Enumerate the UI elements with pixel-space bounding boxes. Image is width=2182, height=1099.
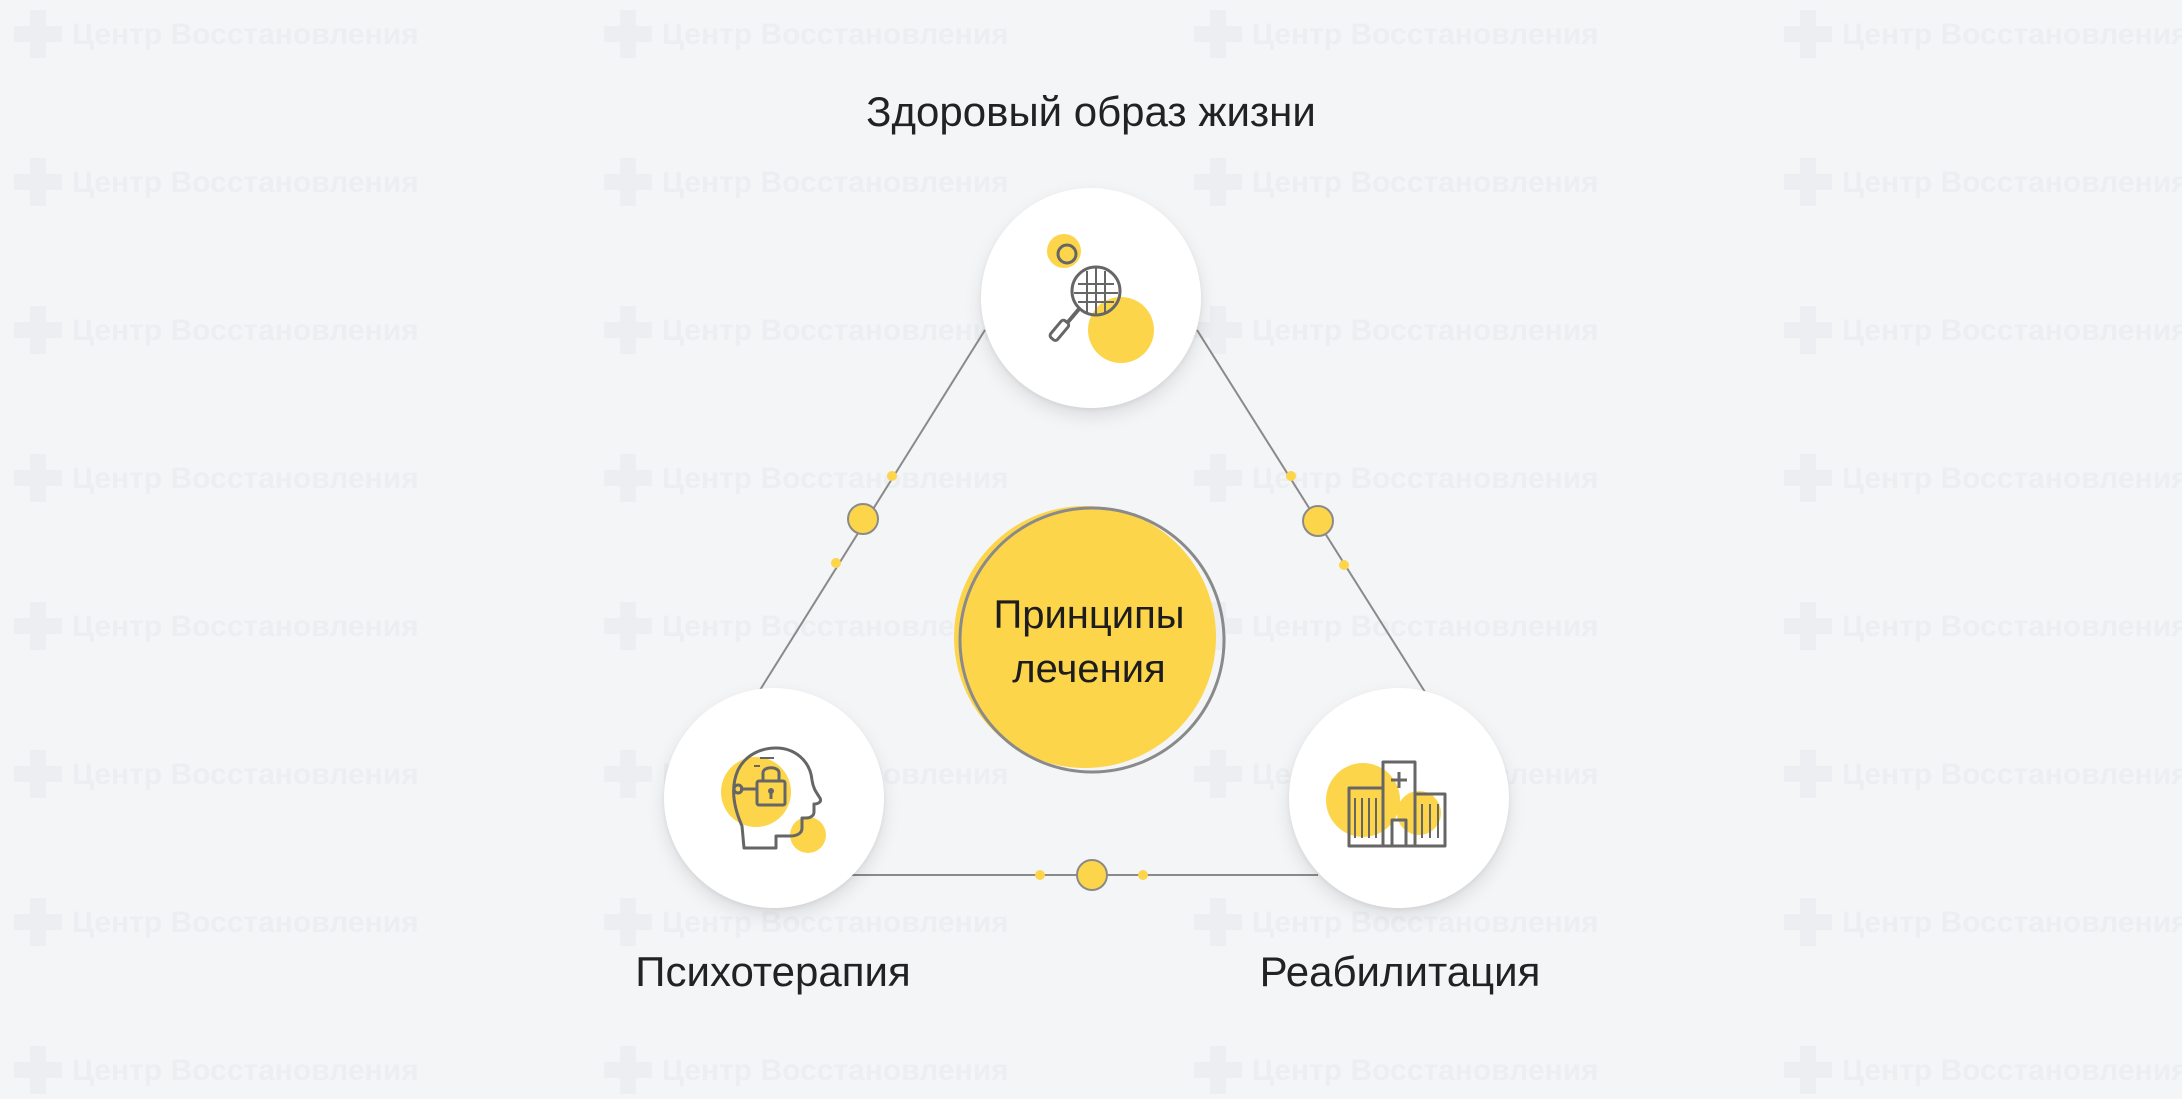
center-title: Принципы лечения	[959, 588, 1219, 696]
center-circle-ring	[958, 506, 1226, 774]
node-rehabilitation	[1289, 688, 1509, 908]
node-psychotherapy	[664, 688, 884, 908]
link-dot	[887, 471, 897, 481]
node-healthy-lifestyle	[981, 188, 1201, 408]
link-dot	[1339, 560, 1349, 570]
tennis-racket-icon	[1047, 234, 1154, 363]
center-circle-fill	[954, 506, 1216, 768]
label-rehabilitation: Реабилитация	[1259, 948, 1541, 995]
link-dot	[1138, 870, 1148, 880]
hospital-building-icon	[1326, 760, 1447, 848]
link-dot-large	[847, 503, 879, 535]
link-dot	[831, 558, 841, 568]
link-dot	[1286, 471, 1296, 481]
head-lock-icon	[721, 746, 826, 853]
label-psychotherapy: Психотерапия	[635, 948, 911, 995]
label-healthy-lifestyle: Здоровый образ жизни	[866, 88, 1316, 135]
link-dot-large	[1076, 859, 1108, 891]
link-dot-large	[1302, 505, 1334, 537]
link-dot	[1035, 870, 1045, 880]
center-title-line2: лечения	[1012, 647, 1166, 691]
center-title-line1: Принципы	[993, 593, 1185, 637]
